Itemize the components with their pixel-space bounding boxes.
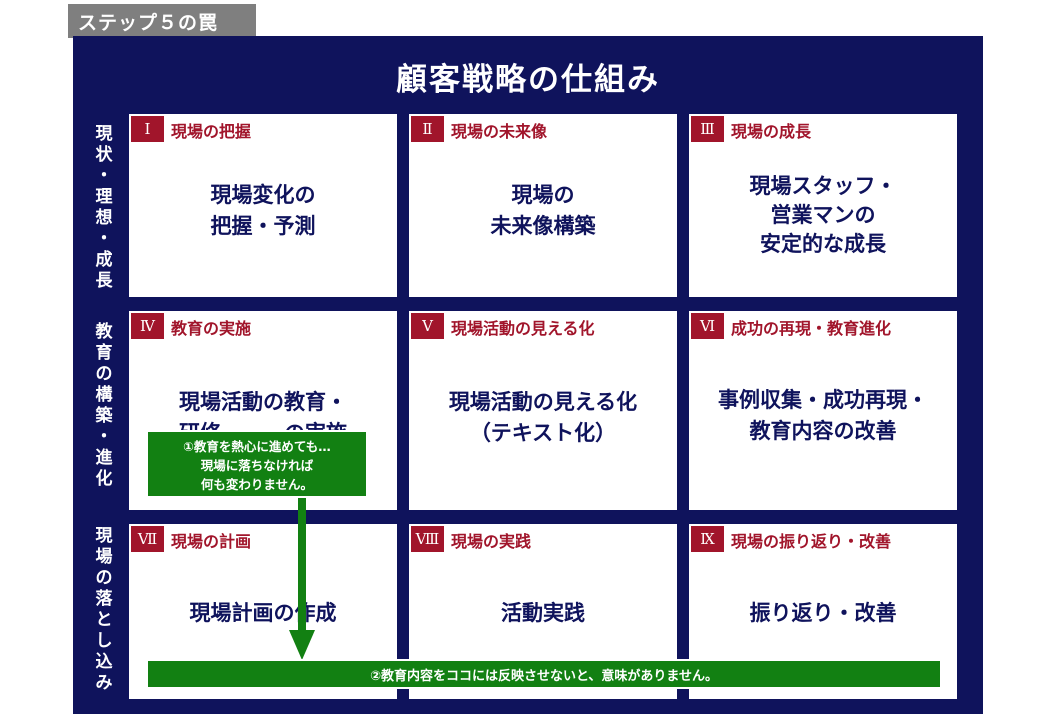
cell-number: Ⅵ <box>691 313 724 339</box>
cell-body-line: 現場スタッフ・ <box>749 174 897 198</box>
cell-title: 教育の実施 <box>171 319 252 338</box>
cell-3: Ⅲ 現場の成長 現場スタッフ・ 営業マンの 安定的な成長 <box>689 114 957 297</box>
cell-number: Ⅳ <box>131 313 164 339</box>
cell-body-line: 営業マンの <box>770 203 876 227</box>
cell-body: 現場スタッフ・ 営業マンの 安定的な成長 <box>689 172 957 259</box>
note-line: 何も変わりません。 <box>200 477 314 492</box>
note-line: 現場に落ちなければ <box>200 458 314 473</box>
row-label-char: 構 <box>95 385 113 405</box>
row-label-char: ・ <box>95 166 113 186</box>
cell-body-line: 教育内容の改善 <box>749 419 897 443</box>
cell-body-line: 事例収集・成功再現・ <box>718 388 928 412</box>
cell-number: Ⅰ <box>131 116 164 142</box>
cell-2: Ⅱ 現場の未来像 現場の 未来像構築 <box>409 114 677 297</box>
cell-1: Ⅰ 現場の把握 現場変化の 把握・予測 <box>129 114 397 297</box>
diagram-title: 顧客戦略の仕組み <box>396 62 660 98</box>
cell-body-line: 振り返り・改善 <box>749 601 897 625</box>
row-label-2: 教育の構築・進化 <box>84 322 124 490</box>
cell-body: 現場変化の 把握・予測 <box>129 180 397 242</box>
row-label-1: 現状・理想・成長 <box>84 124 124 292</box>
cell-body-line: 現場の <box>511 183 575 207</box>
row-label-char: し <box>95 631 113 651</box>
cell-body: 活動実践 <box>409 598 677 629</box>
arrow-shaft <box>298 496 306 634</box>
cell-title: 現場の把握 <box>171 122 252 141</box>
cell-body-line: 現場活動の見える化 <box>448 390 638 414</box>
cell-5: Ⅴ 現場活動の見える化 現場活動の見える化 （テキスト化） <box>409 311 677 510</box>
row-label-char: と <box>95 610 113 630</box>
cell-number: Ⅲ <box>691 116 724 142</box>
row-label-char: 教 <box>95 322 113 342</box>
row-label-char: 落 <box>95 589 113 609</box>
cell-title: 現場の振り返り・改善 <box>731 532 892 551</box>
cell-title: 現場の成長 <box>731 122 812 141</box>
cell-body-line: 未来像構築 <box>490 214 596 238</box>
row-label-char: 長 <box>95 271 113 291</box>
row-label-char: の <box>95 364 113 384</box>
cell-title: 現場の実践 <box>451 532 532 551</box>
cell-body-line: 把握・予測 <box>210 214 316 238</box>
cell-number: Ⅷ <box>411 526 444 552</box>
cell-title: 成功の再現・教育進化 <box>731 319 892 338</box>
arrow-head <box>289 630 315 660</box>
row-label-3: 現場の落とし込み <box>84 526 124 694</box>
step-tag: ステップ５の罠 <box>68 4 256 38</box>
row-label-char: 現 <box>95 526 113 546</box>
row-label-char: 育 <box>95 343 113 363</box>
cell-body: 現場計画の作成 <box>129 598 397 629</box>
cell-body-line: 現場計画の作成 <box>189 601 337 625</box>
cell-body-line: 活動実践 <box>501 601 585 625</box>
cell-title: 現場の計画 <box>171 532 252 551</box>
row-label-char: み <box>95 673 113 693</box>
row-label-char: 化 <box>95 469 113 489</box>
note-line: ①教育を熱心に進めても… <box>183 439 331 454</box>
cell-number: Ⅶ <box>131 526 164 552</box>
cell-6: Ⅵ 成功の再現・教育進化 事例収集・成功再現・ 教育内容の改善 <box>689 311 957 510</box>
cell-number: Ⅱ <box>411 116 444 142</box>
cell-body-line: 現場活動の教育・ <box>179 390 347 414</box>
row-label-char: 想 <box>95 208 113 228</box>
row-label-char: 理 <box>95 187 113 207</box>
cell-title: 現場活動の見える化 <box>451 319 595 338</box>
callout-note-1: ①教育を熱心に進めても… 現場に落ちなければ 何も変わりません。 <box>146 430 368 498</box>
callout-note-2: ②教育内容をココには反映させないと、意味がありません。 <box>146 659 942 689</box>
row-label-char: 築 <box>95 406 113 426</box>
cell-body: 現場の 未来像構築 <box>409 180 677 242</box>
row-label-char: の <box>95 568 113 588</box>
row-label-char: 現 <box>95 124 113 144</box>
row-label-char: 成 <box>95 250 113 270</box>
cell-body-line: 現場変化の <box>210 183 316 207</box>
cell-body: 振り返り・改善 <box>689 598 957 629</box>
cell-title: 現場の未来像 <box>451 122 548 141</box>
cell-body-line: （テキスト化） <box>469 421 617 445</box>
cell-body: 事例収集・成功再現・ 教育内容の改善 <box>689 385 957 447</box>
row-label-char: 進 <box>95 448 113 468</box>
row-label-char: ・ <box>95 427 113 447</box>
cell-body: 現場活動の見える化 （テキスト化） <box>409 387 677 449</box>
row-label-char: ・ <box>95 229 113 249</box>
row-label-char: 込 <box>95 652 113 672</box>
row-label-char: 状 <box>95 145 113 165</box>
cell-number: Ⅸ <box>691 526 724 552</box>
cell-body-line: 安定的な成長 <box>760 232 886 256</box>
row-label-char: 場 <box>95 547 113 567</box>
cell-number: Ⅴ <box>411 313 444 339</box>
